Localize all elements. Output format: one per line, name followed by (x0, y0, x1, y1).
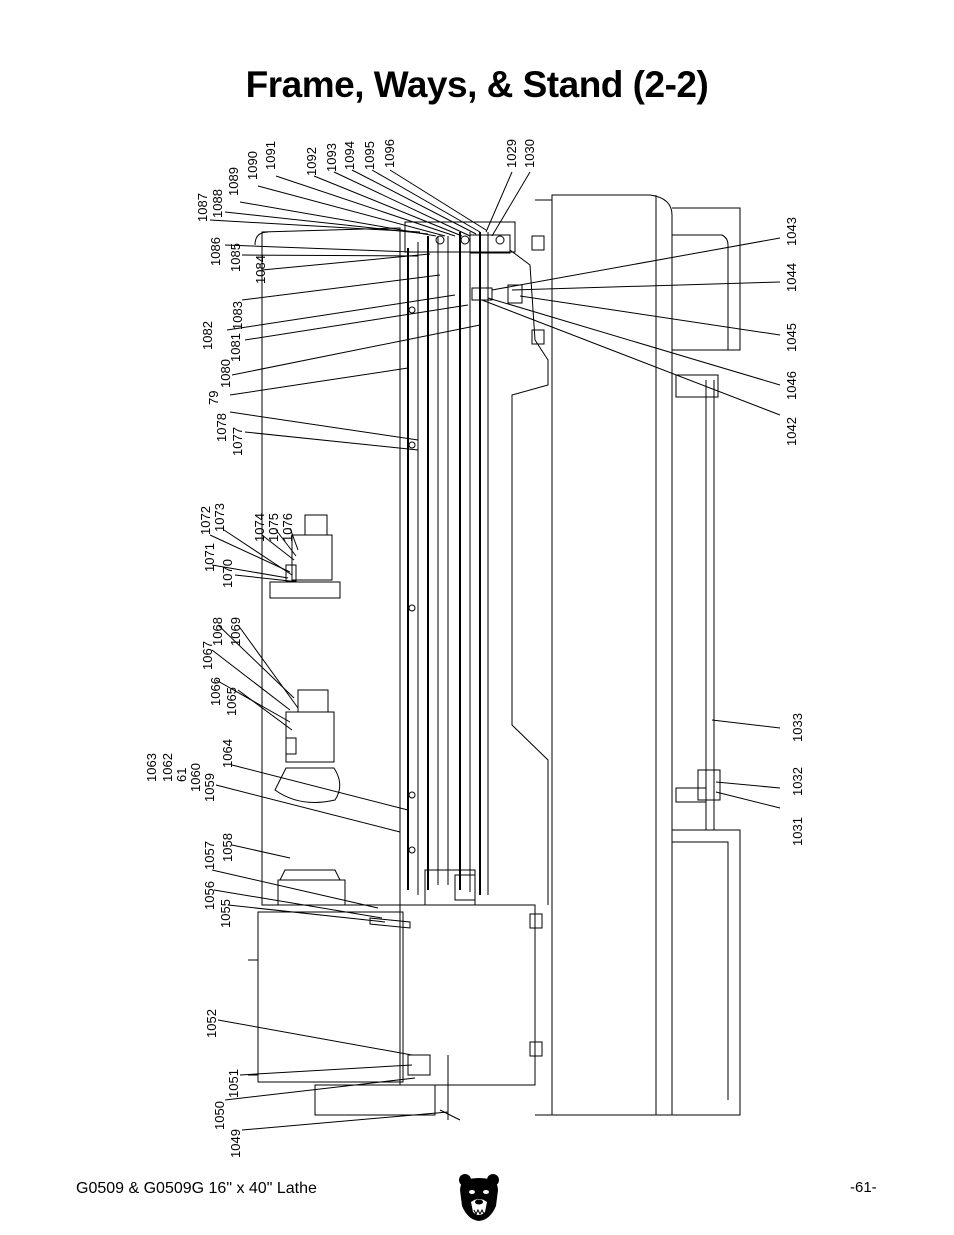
bear-head-icon (459, 1174, 499, 1221)
part-label-1059: 1059 (202, 773, 217, 802)
part-label-1083: 1083 (230, 301, 245, 330)
part-label-1089: 1089 (226, 167, 241, 196)
part-label-1072: 1072 (198, 506, 213, 535)
part-label-1029: 1029 (504, 139, 519, 168)
part-label-1076: 1076 (280, 513, 295, 542)
part-label-1090: 1090 (245, 151, 260, 180)
part-label-1065: 1065 (224, 687, 239, 716)
part-label-1064: 1064 (220, 739, 235, 768)
part-label-1045: 1045 (784, 323, 799, 352)
part-label-61: 61 (174, 768, 189, 782)
part-label-1091: 1091 (263, 141, 278, 170)
part-label-1071: 1071 (202, 543, 217, 572)
part-label-79: 79 (206, 391, 221, 405)
part-label-1084: 1084 (253, 255, 268, 284)
part-label-1055: 1055 (218, 899, 233, 928)
stand-frame-drawing (248, 194, 741, 1121)
part-label-1094: 1094 (342, 141, 357, 170)
part-label-1088: 1088 (210, 189, 225, 218)
part-label-1078: 1078 (214, 413, 229, 442)
part-label-1043: 1043 (784, 217, 799, 246)
part-label-1096: 1096 (382, 139, 397, 168)
part-label-1068: 1068 (210, 617, 225, 646)
part-label-1056: 1056 (202, 881, 217, 910)
part-label-1057: 1057 (202, 841, 217, 870)
part-label-1042: 1042 (784, 417, 799, 446)
part-label-1031: 1031 (790, 817, 805, 846)
part-label-1086: 1086 (208, 237, 223, 266)
page-title: Frame, Ways, & Stand (2-2) (245, 64, 709, 105)
part-label-1033: 1033 (790, 713, 805, 742)
part-label-1073: 1073 (212, 503, 227, 532)
part-label-1062: 1062 (160, 753, 175, 782)
part-label-1044: 1044 (784, 263, 799, 292)
part-label-1070: 1070 (220, 559, 235, 588)
part-label-1077: 1077 (230, 427, 245, 456)
part-label-1075: 1075 (266, 513, 281, 542)
part-label-1074: 1074 (252, 513, 267, 542)
part-label-1032: 1032 (790, 767, 805, 796)
part-label-1058: 1058 (220, 833, 235, 862)
part-label-1046: 1046 (784, 371, 799, 400)
part-label-1093: 1093 (324, 143, 339, 172)
part-label-1087: 1087 (195, 193, 210, 222)
part-label-1069: 1069 (228, 617, 243, 646)
part-label-1052: 1052 (204, 1009, 219, 1038)
leader-lines (209, 169, 781, 1131)
part-label-1095: 1095 (362, 141, 377, 170)
part-label-1060: 1060 (188, 763, 203, 792)
part-label-1063: 1063 (144, 753, 159, 782)
part-label-1049: 1049 (228, 1129, 243, 1158)
part-label-1092: 1092 (304, 147, 319, 176)
part-label-1081: 1081 (228, 333, 243, 362)
part-label-1066: 1066 (208, 677, 223, 706)
part-label-1080: 1080 (218, 359, 233, 388)
footer-model: G0509 & G0509G 16" x 40" Lathe (76, 1180, 317, 1197)
part-label-1030: 1030 (522, 139, 537, 168)
part-label-1051: 1051 (226, 1069, 241, 1098)
part-label-1067: 1067 (200, 641, 215, 670)
part-label-1085: 1085 (228, 243, 243, 272)
part-label-1082: 1082 (200, 321, 215, 350)
part-label-1050: 1050 (212, 1101, 227, 1130)
page-number: -61- (850, 1179, 877, 1196)
